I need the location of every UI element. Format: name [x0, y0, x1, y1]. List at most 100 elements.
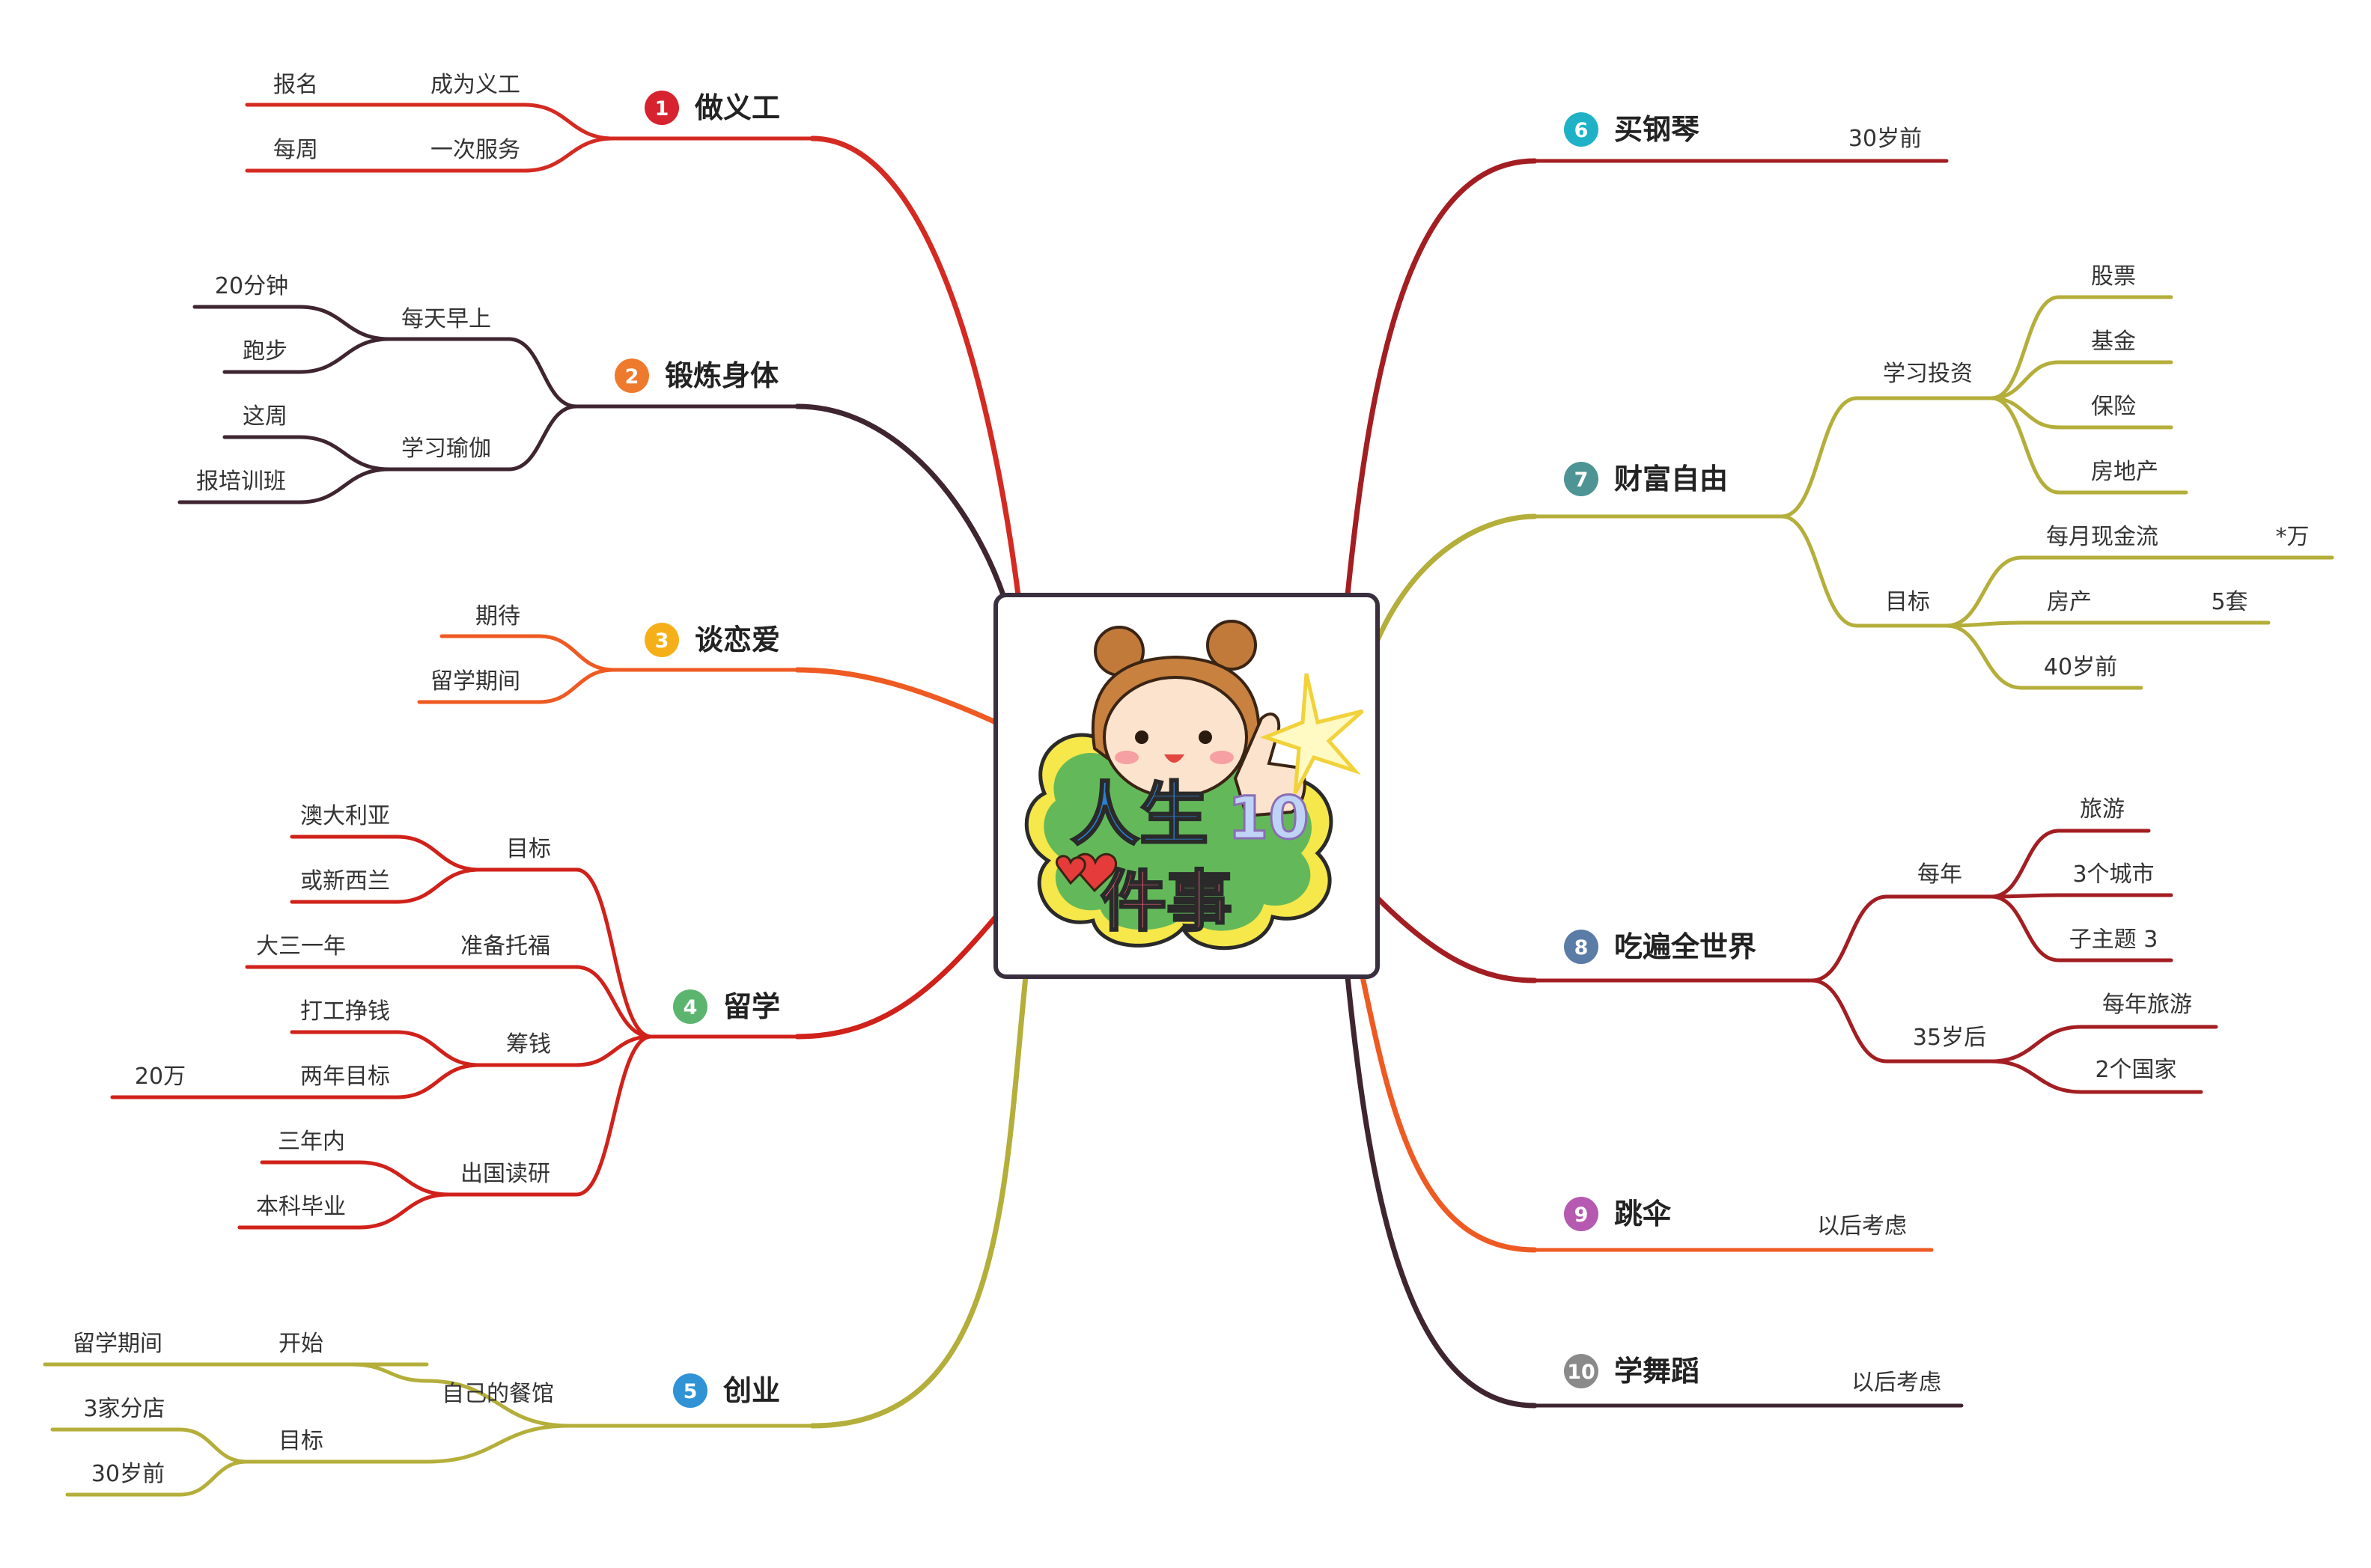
- subtopic-label[interactable]: 20万: [135, 1064, 186, 1090]
- subtopic-label[interactable]: 筹钱: [506, 1031, 551, 1058]
- sub-branch-line: [574, 1034, 654, 1197]
- subtopic-label[interactable]: 5套: [2211, 589, 2247, 615]
- sub-branch-line: [350, 1362, 429, 1383]
- main-topic-label: 创业: [723, 1374, 780, 1407]
- badge-number: 3: [655, 629, 669, 653]
- main-topic-9[interactable]: 9 跳伞: [1564, 1197, 1672, 1231]
- main-branch-line: [794, 403, 1006, 598]
- sub-branch-line: [297, 435, 392, 472]
- subtopic-label[interactable]: 30岁前: [91, 1461, 165, 1487]
- subtopic-label[interactable]: 这周: [243, 403, 287, 430]
- subtopic-label[interactable]: 或新西兰: [300, 868, 390, 894]
- subtopic-label[interactable]: 报培训班: [196, 469, 286, 495]
- sub-branch-line: [522, 103, 616, 141]
- subtopic-label[interactable]: 目标: [1885, 589, 1930, 615]
- number-badge-icon: [673, 1373, 707, 1408]
- number-badge-icon: [1564, 112, 1598, 147]
- subtopic-label[interactable]: 3家分店: [83, 1396, 165, 1422]
- subtopic-label[interactable]: 每周: [273, 137, 318, 163]
- number-badge-icon: [673, 989, 707, 1024]
- main-topic-3[interactable]: 3 谈恋爱: [645, 623, 780, 657]
- subtopic-label[interactable]: 保险: [2091, 394, 2136, 420]
- subtopic-label[interactable]: 以后考虑: [1851, 1370, 1941, 1396]
- sub-branch-line: [1944, 620, 2024, 628]
- subtopic-label[interactable]: 股票: [2091, 263, 2136, 290]
- subtopic-label[interactable]: 两年目标: [300, 1064, 390, 1090]
- main-topic-2[interactable]: 2 锻炼身体: [615, 359, 779, 393]
- subtopic-label[interactable]: 澳大利亚: [300, 803, 390, 829]
- badge-number: 2: [625, 365, 639, 388]
- sub-branch-line: [424, 1379, 571, 1428]
- subtopic-label[interactable]: 每天早上: [401, 306, 491, 332]
- badge-number: 1: [655, 97, 669, 121]
- subtopic-label[interactable]: 40岁前: [2044, 654, 2117, 680]
- subtopic-label[interactable]: 目标: [279, 1428, 323, 1454]
- subtopic-label[interactable]: 三年内: [278, 1129, 345, 1155]
- sub-branch-line: [1780, 514, 1859, 628]
- center-title-number: 10: [1228, 785, 1309, 852]
- subtopic-label[interactable]: 大三一年: [256, 933, 346, 960]
- main-topic-6[interactable]: 6 买钢琴: [1564, 112, 1699, 147]
- main-branch-line: [1360, 974, 1538, 1253]
- subtopic-label[interactable]: 期待: [475, 603, 520, 629]
- subtopic-label[interactable]: 留学期间: [430, 668, 520, 695]
- sub-branch-line: [507, 337, 579, 409]
- subtopics: 成为义工 报名 一次服务 每周 每天早上 20分钟 跑步 学习瑜伽 这周 报培训…: [73, 72, 2310, 1487]
- badge-number: 8: [1574, 936, 1589, 960]
- sub-branch-line: [1810, 894, 1889, 983]
- subtopic-label[interactable]: 成为义工: [430, 72, 520, 98]
- subtopic-label[interactable]: 每年旅游: [2102, 992, 2192, 1018]
- subtopic-label[interactable]: 开始: [279, 1331, 323, 1357]
- subtopic-label[interactable]: 目标: [506, 836, 551, 862]
- badge-number: 4: [684, 996, 698, 1019]
- main-topic-5[interactable]: 5 创业: [673, 1373, 780, 1408]
- main-branch-line: [1345, 158, 1538, 598]
- subtopic-label[interactable]: 子主题 3: [2069, 927, 2158, 953]
- sub-branch-line: [1944, 623, 2024, 690]
- sub-branch-line: [297, 467, 392, 504]
- main-topic-7[interactable]: 7 财富自由: [1564, 462, 1728, 496]
- subtopic-label[interactable]: 基金: [2091, 329, 2136, 355]
- main-topic-4[interactable]: 4 留学: [673, 989, 780, 1024]
- subtopic-label[interactable]: 留学期间: [73, 1331, 162, 1357]
- main-topic-label: 学舞蹈: [1614, 1355, 1699, 1388]
- subtopic-label[interactable]: 30岁前: [1848, 126, 1922, 152]
- subtopic-label[interactable]: 学习投资: [1883, 361, 1973, 387]
- subtopic-label[interactable]: 一次服务: [430, 137, 520, 163]
- badge-number: 7: [1574, 469, 1589, 492]
- subtopic-label[interactable]: 20分钟: [215, 273, 288, 299]
- sub-branch-line: [424, 1424, 571, 1464]
- main-topic-label: 留学: [723, 990, 780, 1023]
- main-topic-10[interactable]: 10 学舞蹈: [1564, 1354, 1699, 1388]
- sub-branch-line: [1989, 295, 2061, 400]
- subtopic-label[interactable]: 学习瑜伽: [401, 436, 491, 462]
- subtopic-label[interactable]: 出国读研: [460, 1161, 550, 1187]
- subtopic-label[interactable]: 准备托福: [460, 933, 550, 960]
- subtopic-label[interactable]: 35岁后: [1913, 1025, 1986, 1051]
- subtopic-label[interactable]: 打工挣钱: [300, 998, 390, 1025]
- main-topic-1[interactable]: 1 做义工: [645, 91, 780, 125]
- main-topic-label: 买钢琴: [1614, 113, 1699, 146]
- subtopic-label[interactable]: 2个国家: [2095, 1057, 2176, 1083]
- main-topic-label: 谈恋爱: [695, 623, 780, 656]
- subtopic-label[interactable]: *万: [2276, 524, 2310, 550]
- main-branch-line: [794, 667, 999, 725]
- subtopic-label[interactable]: 房产: [2047, 589, 2092, 615]
- subtopic-label[interactable]: 以后考虑: [1817, 1213, 1907, 1239]
- subtopic-label[interactable]: 每年: [1917, 861, 1962, 888]
- center-topic[interactable]: 人生 10 件事: [993, 593, 1380, 979]
- subtopic-label[interactable]: 房地产: [2091, 459, 2158, 485]
- subtopic-label[interactable]: 3个城市: [2072, 861, 2154, 888]
- subtopic-label[interactable]: 报名: [273, 72, 318, 98]
- subtopic-label[interactable]: 旅游: [2080, 796, 2125, 823]
- sub-branch-line: [297, 337, 392, 374]
- main-topic-8[interactable]: 8 吃遍全世界: [1564, 930, 1756, 964]
- center-illustration: 人生 10 件事: [1024, 620, 1364, 951]
- subtopic-label[interactable]: 本科毕业: [256, 1194, 346, 1220]
- main-branch-line: [809, 974, 1029, 1429]
- center-title-part2: 件事: [1101, 863, 1232, 940]
- subtopic-label[interactable]: 每月现金流: [2046, 524, 2158, 550]
- number-badge-icon: [1564, 462, 1598, 496]
- subtopic-label[interactable]: 跑步: [243, 338, 287, 364]
- subtopic-label[interactable]: 自己的餐馆: [442, 1381, 554, 1407]
